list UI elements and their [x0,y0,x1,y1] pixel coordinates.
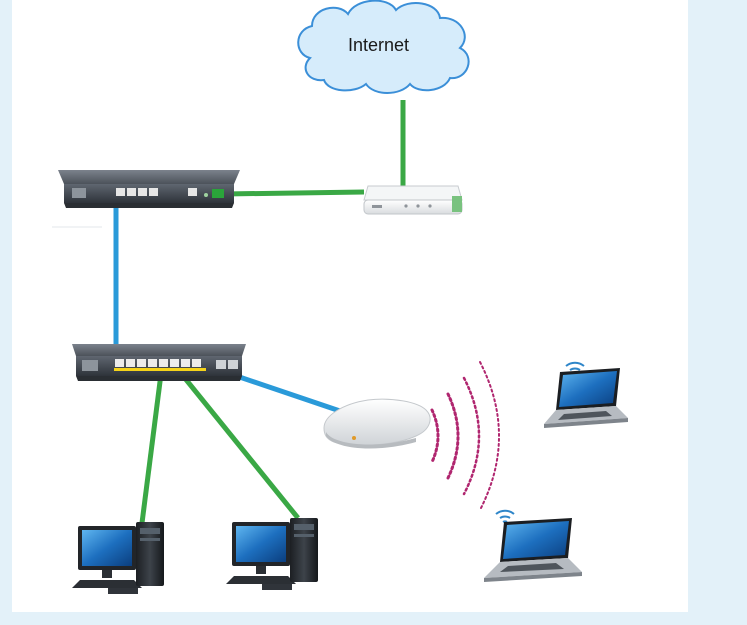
access-point-icon [323,398,431,449]
switch-device [72,344,246,381]
router-device [52,170,240,228]
laptop-icon [484,509,582,582]
switch-ports [114,359,238,371]
router-switch-uplink [113,193,122,365]
modem-router-cable [223,189,365,197]
desktop-pc-icon [72,522,164,594]
internet-cloud: Internet [297,0,470,94]
modem-device [363,185,463,215]
desktop-pc-icon [226,518,318,590]
switch-desktop1-cable [139,365,165,524]
modem-icon [363,185,463,215]
switch-icon [72,344,246,381]
desktop-pc-2 [226,518,318,590]
bottom-frame-bar [0,612,747,625]
network-topology-svg: Internet [52,0,628,594]
laptop-icon [544,361,628,428]
right-frame-bar [688,0,747,625]
wifi-waves [430,361,500,511]
diagram-area: Internet [12,0,688,612]
switch-desktop2-cable [173,364,300,520]
access-point-device [323,398,431,449]
connection-lines [113,100,406,524]
left-frame-bar [0,0,12,625]
wifi-waves-icon [430,361,500,511]
router-icon [52,170,240,228]
laptop-2 [484,509,582,582]
signal-bars-icon [495,509,515,523]
desktop-pc-1 [72,522,164,594]
cloud-icon [297,0,470,94]
laptop-1 [544,361,628,428]
internet-label: Internet [348,35,409,55]
